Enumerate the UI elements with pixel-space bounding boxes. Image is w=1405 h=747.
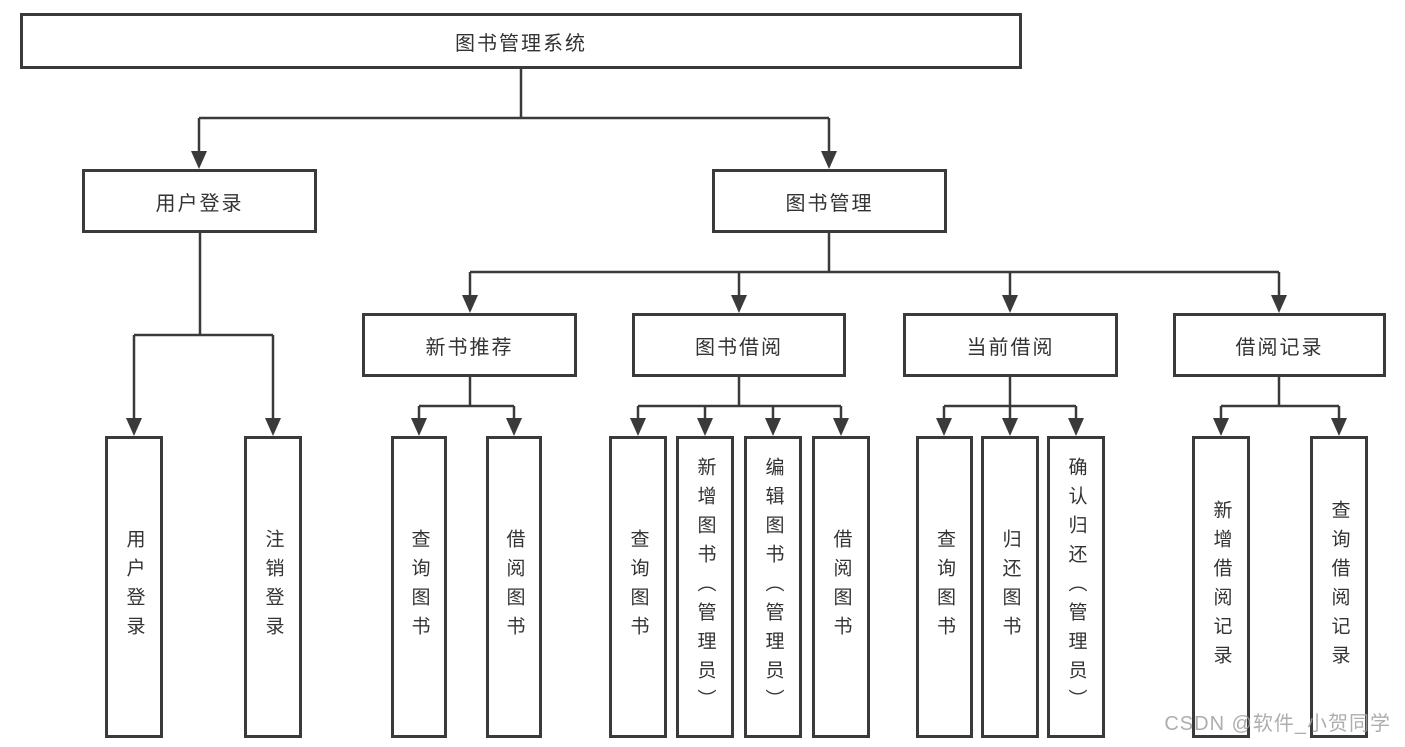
edges-borrow-record-branch <box>1213 377 1347 436</box>
leaf-confirm-return-admin: 确认归还（管理员） <box>1047 436 1105 738</box>
node-borrow-record-label: 借阅记录 <box>1235 336 1324 359</box>
leaf-query-book-1-label: 查询图书 <box>408 529 430 645</box>
edges-root-to-level2 <box>191 69 837 169</box>
leaf-query-book-3-label: 查询图书 <box>934 529 955 645</box>
edges-book-borrow-branch <box>630 377 849 436</box>
node-root: 图书管理系统 <box>20 13 1022 69</box>
node-user-login: 用户登录 <box>82 169 317 233</box>
node-new-book-recommend-label: 新书推荐 <box>425 336 514 359</box>
node-user-login-label: 用户登录 <box>155 192 244 215</box>
node-book-borrow-label: 图书借阅 <box>695 336 783 359</box>
leaf-add-borrow-record: 新增借阅记录 <box>1192 436 1250 738</box>
leaf-edit-book-admin-label: 编辑图书（管理员） <box>762 456 784 718</box>
edges-current-borrow-branch <box>936 377 1084 436</box>
csdn-watermark: CSDN @软件_小贺同学 <box>1164 713 1391 735</box>
node-book-management-label: 图书管理 <box>785 192 874 215</box>
leaf-query-book-1: 查询图书 <box>391 436 447 738</box>
node-borrow-record: 借阅记录 <box>1173 313 1386 377</box>
leaf-borrow-book-2: 借阅图书 <box>812 436 870 738</box>
leaf-return-book-label: 归还图书 <box>999 529 1021 645</box>
edges-book-management-branch <box>462 233 1287 313</box>
leaf-logout: 注销登录 <box>244 436 302 738</box>
leaf-query-book-2: 查询图书 <box>609 436 667 738</box>
edges-new-book-branch <box>411 377 522 436</box>
edges-user-login-branch <box>126 233 281 436</box>
node-current-borrow: 当前借阅 <box>903 313 1118 377</box>
node-root-label: 图书管理系统 <box>455 32 587 55</box>
leaf-return-book: 归还图书 <box>981 436 1039 738</box>
leaf-borrow-book-1-label: 借阅图书 <box>503 529 525 645</box>
leaf-user-login: 用户登录 <box>105 436 163 738</box>
leaf-user-login-label: 用户登录 <box>123 529 145 645</box>
leaf-query-borrow-record-label: 查询借阅记录 <box>1328 500 1350 674</box>
leaf-query-book-3: 查询图书 <box>916 436 973 738</box>
leaf-add-book-admin: 新增图书（管理员） <box>676 436 734 738</box>
leaf-borrow-book-2-label: 借阅图书 <box>830 529 852 645</box>
node-book-borrow: 图书借阅 <box>632 313 846 377</box>
leaf-add-borrow-record-label: 新增借阅记录 <box>1210 500 1232 674</box>
leaf-edit-book-admin: 编辑图书（管理员） <box>744 436 802 738</box>
leaf-query-book-2-label: 查询图书 <box>627 529 649 645</box>
leaf-logout-label: 注销登录 <box>262 529 284 645</box>
leaf-borrow-book-1: 借阅图书 <box>486 436 542 738</box>
leaf-confirm-return-admin-label: 确认归还（管理员） <box>1065 456 1087 718</box>
node-book-management: 图书管理 <box>712 169 947 233</box>
node-new-book-recommend: 新书推荐 <box>362 313 577 377</box>
node-current-borrow-label: 当前借阅 <box>966 336 1055 359</box>
leaf-add-book-admin-label: 新增图书（管理员） <box>694 456 716 718</box>
leaf-query-borrow-record: 查询借阅记录 <box>1310 436 1368 738</box>
